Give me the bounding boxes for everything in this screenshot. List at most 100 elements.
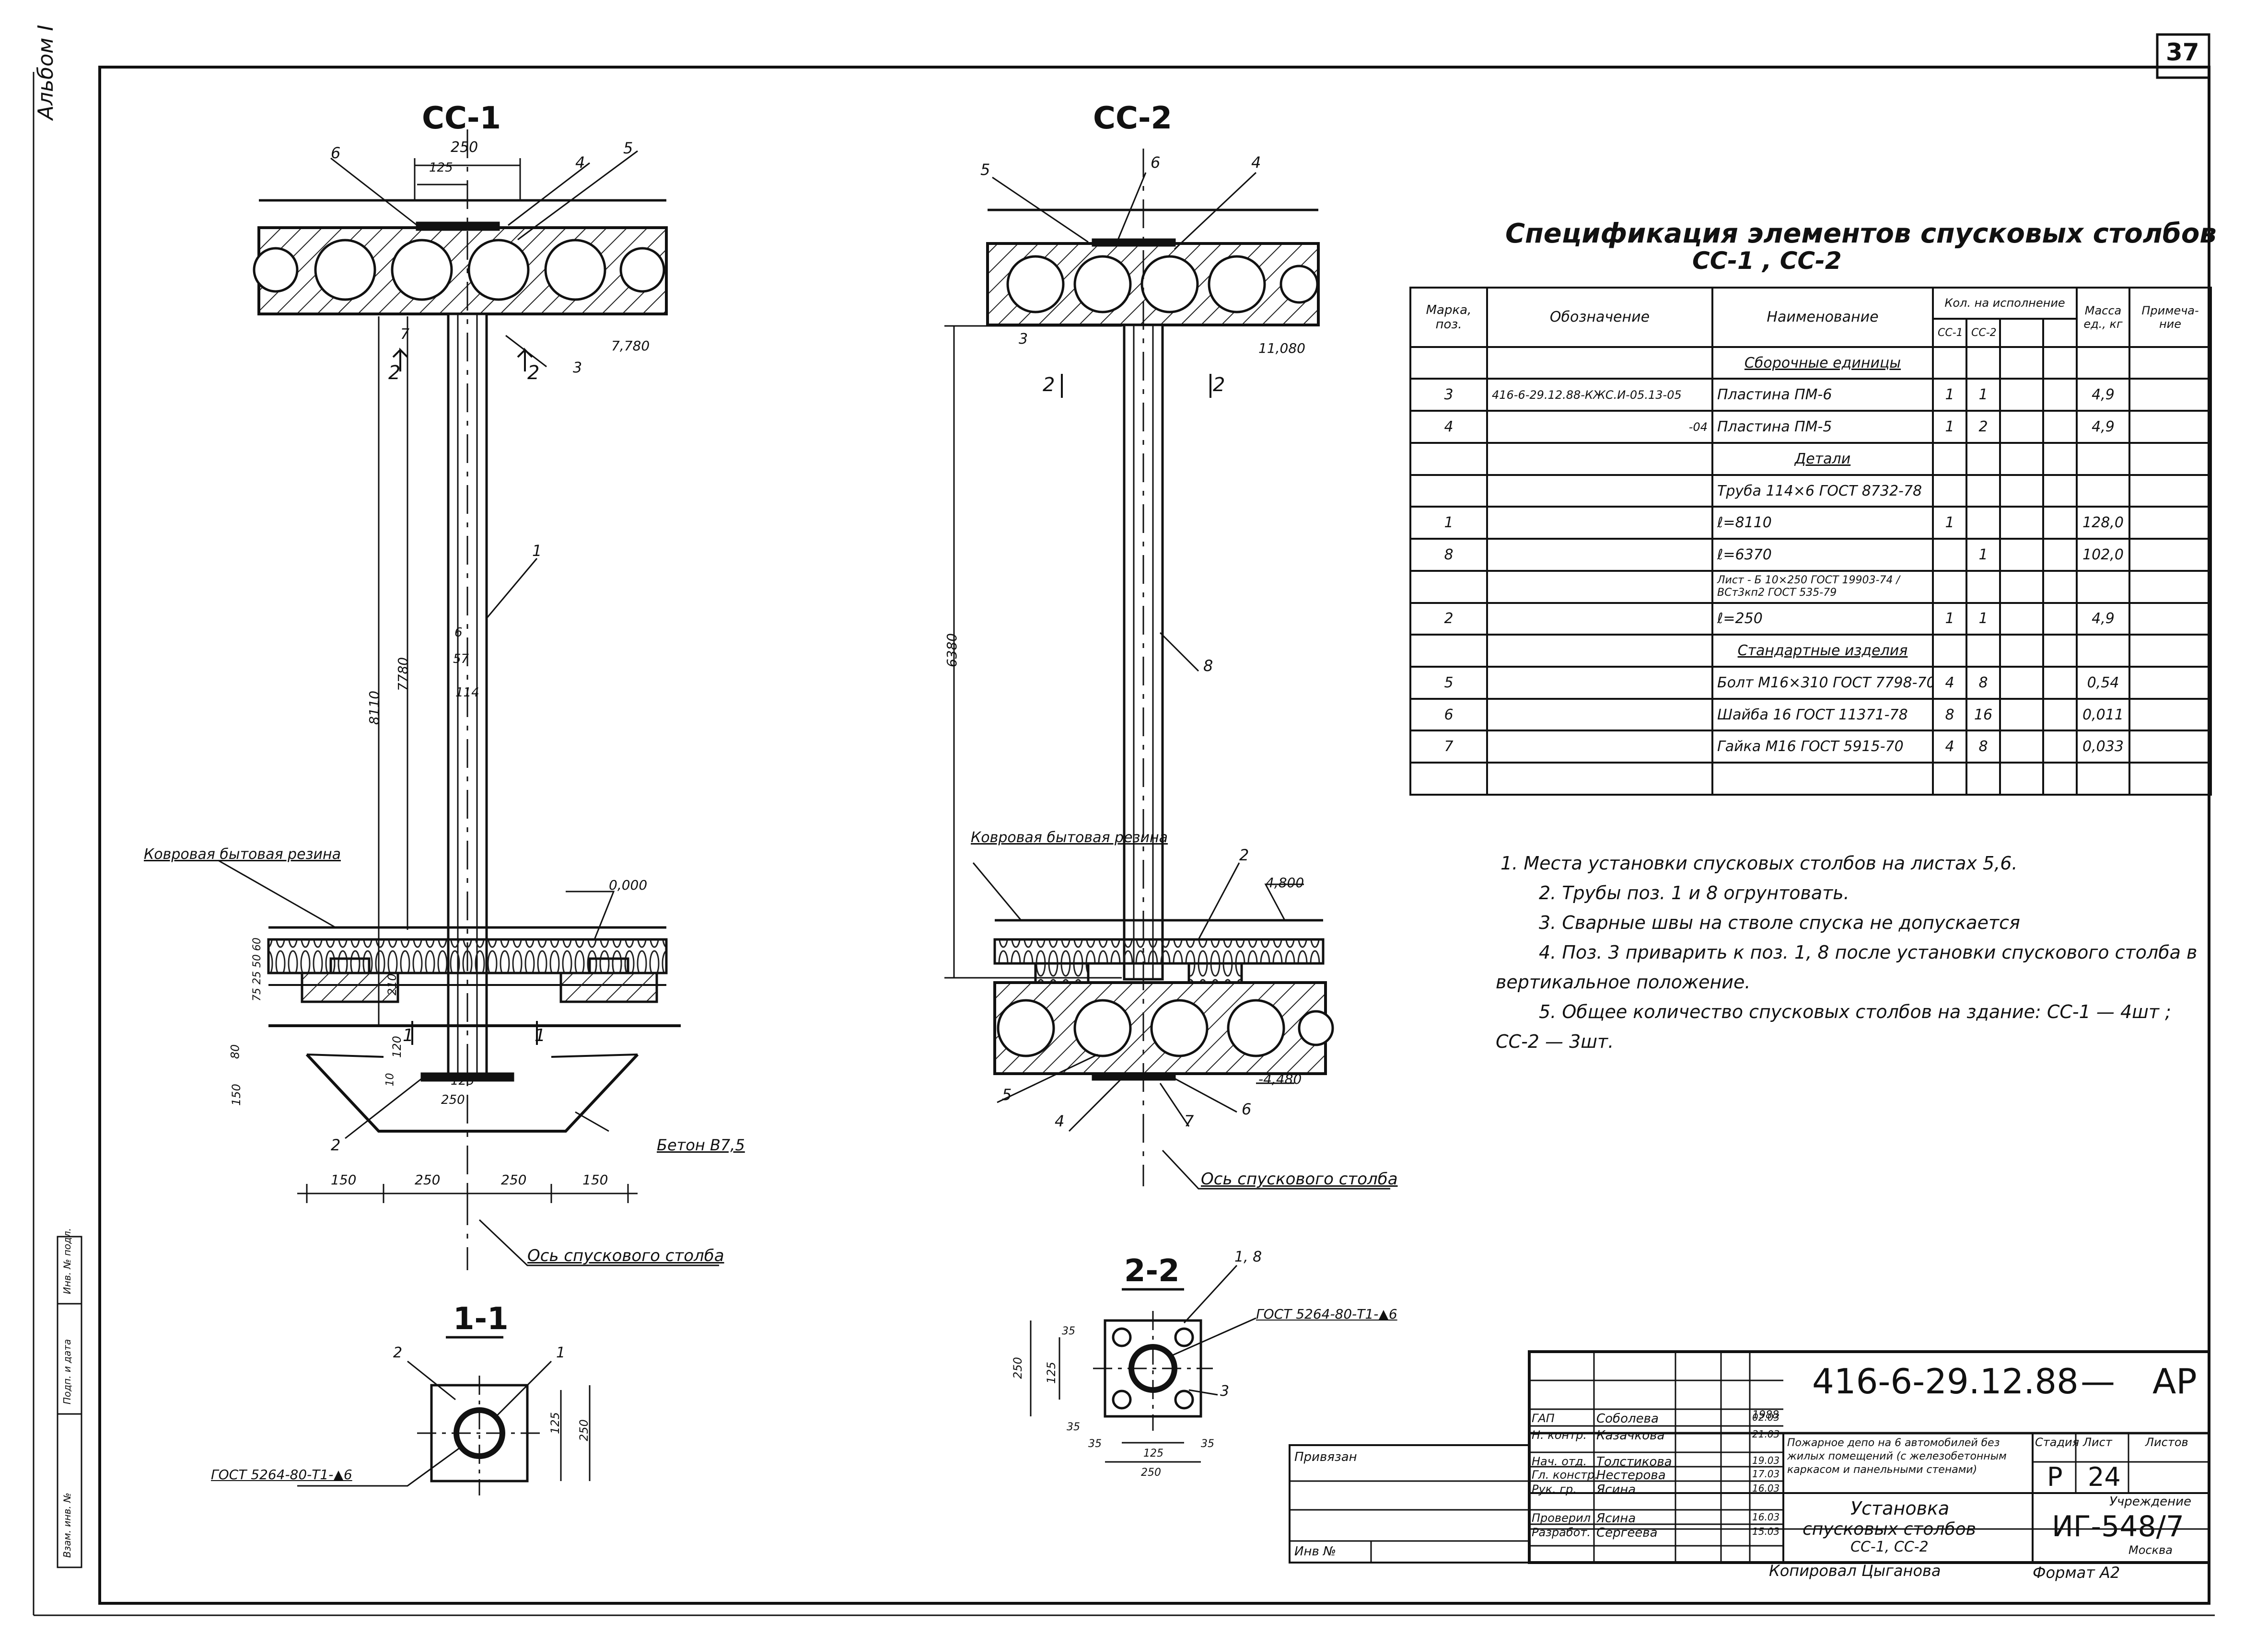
cc1-b250a: 250 (415, 1172, 441, 1188)
cc1-elevation (218, 129, 719, 1270)
spec-cell-empty (2128, 602, 2212, 636)
spec-cell-empty (2128, 346, 2212, 380)
spec-cell-mass: 4,9 (2076, 602, 2130, 636)
spec-h-name: Наименование (1711, 287, 1934, 348)
spec-cell-mass: 0,54 (2076, 665, 2130, 700)
sec22-gost: ГОСТ 5264-80-Т1-▲6 (1256, 1306, 1397, 1322)
spec-cell-mark: 5 (1409, 665, 1488, 700)
cc1-dim-10: 10 (384, 1073, 396, 1087)
tb-code: 416-6-29.12.88 (1812, 1361, 2079, 1402)
spec-cell-mark: 7 (1409, 730, 1488, 764)
tb-person-date: 15.03 (1752, 1526, 1780, 1537)
cc1-concrete: Бетон В7,5 (657, 1136, 745, 1154)
spec-cell-q1 (1932, 441, 1967, 476)
tb-person-date: 17.03 (1752, 1468, 1780, 1480)
cc1-dim-125: 125 (429, 161, 453, 175)
spec-cell-designation (1486, 697, 1713, 732)
cc2-callout-4b: 4 (1055, 1112, 1065, 1130)
tb-dash: — (2081, 1361, 2115, 1402)
spec-cell-empty (2042, 346, 2078, 380)
spec-cell-q2 (1966, 346, 2001, 380)
tb-person-role: Н. контр. (1532, 1428, 1587, 1442)
spec-cell-designation (1486, 441, 1713, 476)
spec-h-empty1 (1999, 317, 2044, 348)
spec-cell-q1: 4 (1932, 665, 1967, 700)
tb-suffix: АР (2152, 1361, 2197, 1402)
cc1-axis-label: Ось спускового столба (527, 1246, 724, 1265)
spec-row (1409, 762, 2212, 796)
sheet-number: 37 (2166, 38, 2199, 66)
tb-city: Москва (2128, 1543, 2173, 1557)
spec-row: Стандартные изделия (1409, 634, 2212, 668)
spec-cell-designation: 416-6-29.12.88-КЖС.И-05.13-05 (1486, 378, 1713, 412)
side-stamp-3: Взам. инв. № (61, 1493, 73, 1558)
spec-cell-name: ℓ=8110 (1711, 506, 1934, 540)
note-2: 2. Трубы поз. 1 и 8 огрунтовать. (1539, 882, 1849, 904)
spec-cell-mark (1409, 474, 1488, 508)
spec-h-designation: Обозначение (1486, 287, 1713, 348)
tb-person-name: Толстикова (1596, 1455, 1672, 1469)
cc1-dim-120: 120 (390, 1036, 404, 1058)
spec-cell-mark (1409, 762, 1488, 796)
spec-cell-mark: 1 (1409, 506, 1488, 540)
cc1-callout-4: 4 (575, 153, 585, 172)
cc2-elevation (944, 149, 1390, 1190)
tb-drawing-1: Установка (1850, 1498, 1950, 1519)
spec-cell-name: ℓ=250 (1711, 602, 1934, 636)
tb-person-date: 02.03 (1752, 1412, 1780, 1423)
sec22-dim-35b: 35 (1067, 1421, 1080, 1433)
spec-cell-empty (1999, 378, 2044, 412)
spec-cell-mark (1409, 634, 1488, 668)
sec22-dim-250v: 250 (1011, 1357, 1024, 1379)
cc1-cut-1b: 1 (535, 1026, 546, 1045)
spec-cell-empty (2042, 506, 2078, 540)
spec-cell-empty (2042, 762, 2078, 796)
spec-cell-empty (2128, 730, 2212, 764)
cc2-callout-8: 8 (1203, 657, 1213, 675)
side-stamp-1: Инв. № подл. (61, 1228, 73, 1294)
spec-cell-q2: 8 (1966, 730, 2001, 764)
tb-person-role: ГАП (1532, 1412, 1555, 1425)
spec-h-note: Примеча- ние (2128, 287, 2212, 348)
spec-cell-q1: 8 (1932, 697, 1967, 732)
spec-cell-empty (2042, 538, 2078, 572)
note-4: 4. Поз. 3 приварить к поз. 1, 8 после ус… (1539, 942, 2198, 963)
tb-person-name: Нестерова (1596, 1468, 1666, 1483)
spec-cell-q2 (1966, 569, 2001, 604)
tb-person-role: Нач. отд. (1532, 1455, 1587, 1468)
spec-h-qty: Кол. на исполнение (1932, 287, 2078, 320)
tb-person-date: 16.03 (1752, 1483, 1780, 1494)
cc1-callout-5: 5 (623, 139, 633, 157)
cc1-callout-6: 6 (331, 144, 341, 162)
cc1-callout-3: 3 (573, 359, 582, 376)
spec-cell-q1 (1932, 569, 1967, 604)
spec-cell-q2: 1 (1966, 538, 2001, 572)
cc1-dim-8110: 8110 (366, 690, 383, 725)
spec-cell-empty (2042, 634, 2078, 668)
cc1-cut-1a: 1 (403, 1026, 414, 1045)
spec-cell-empty (1999, 474, 2044, 508)
tb-person-date: 21.03 (1752, 1428, 1780, 1440)
spec-h-cc1: СС-1 (1932, 317, 1967, 348)
spec-cell-name: Стандартные изделия (1711, 634, 1934, 668)
tb-stage-label: Стадия (2035, 1436, 2080, 1449)
cc2-elev-top: 11,080 (1258, 340, 1305, 356)
spec-cell-mass (2076, 569, 2130, 604)
sec11-dim-250: 250 (577, 1419, 591, 1441)
spec-cell-empty (2128, 538, 2212, 572)
spec-cell-q1: 1 (1932, 410, 1967, 444)
cc1-base-125: 125 (451, 1074, 475, 1088)
cc1-dim-150: 150 (229, 1084, 243, 1106)
spec-cell-mark (1409, 441, 1488, 476)
sec22-dim-35d: 35 (1201, 1438, 1214, 1450)
spec-cell-designation (1486, 346, 1713, 380)
spec-header-row-2: СС-1 СС-2 (1410, 317, 2211, 348)
tb-org: ИГ-548/7 (2052, 1510, 2185, 1543)
